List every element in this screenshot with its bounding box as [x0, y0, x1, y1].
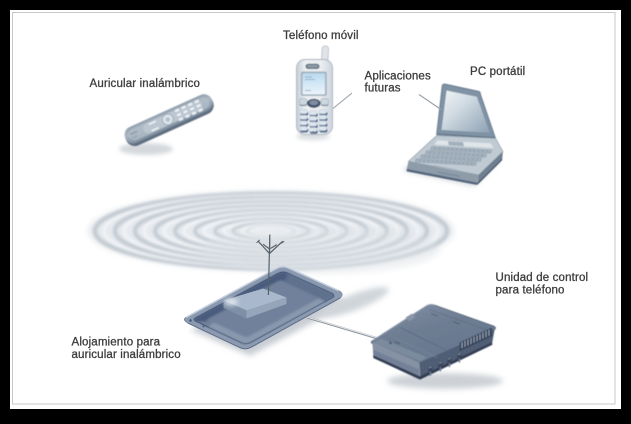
svg-text:PC portátil: PC portátil — [470, 66, 525, 78]
svg-text:Aplicaciones: Aplicaciones — [365, 71, 431, 83]
svg-text:Alojamiento para: Alojamiento para — [72, 337, 161, 349]
svg-text:auricular inalámbrico: auricular inalámbrico — [72, 349, 181, 361]
svg-text:para teléfono: para teléfono — [496, 285, 565, 297]
svg-text:futuras: futuras — [365, 83, 401, 95]
svg-text:Auricular inalámbrico: Auricular inalámbrico — [90, 78, 201, 90]
svg-text:Unidad de control: Unidad de control — [496, 272, 589, 284]
svg-text:Teléfono móvil: Teléfono móvil — [283, 30, 359, 42]
